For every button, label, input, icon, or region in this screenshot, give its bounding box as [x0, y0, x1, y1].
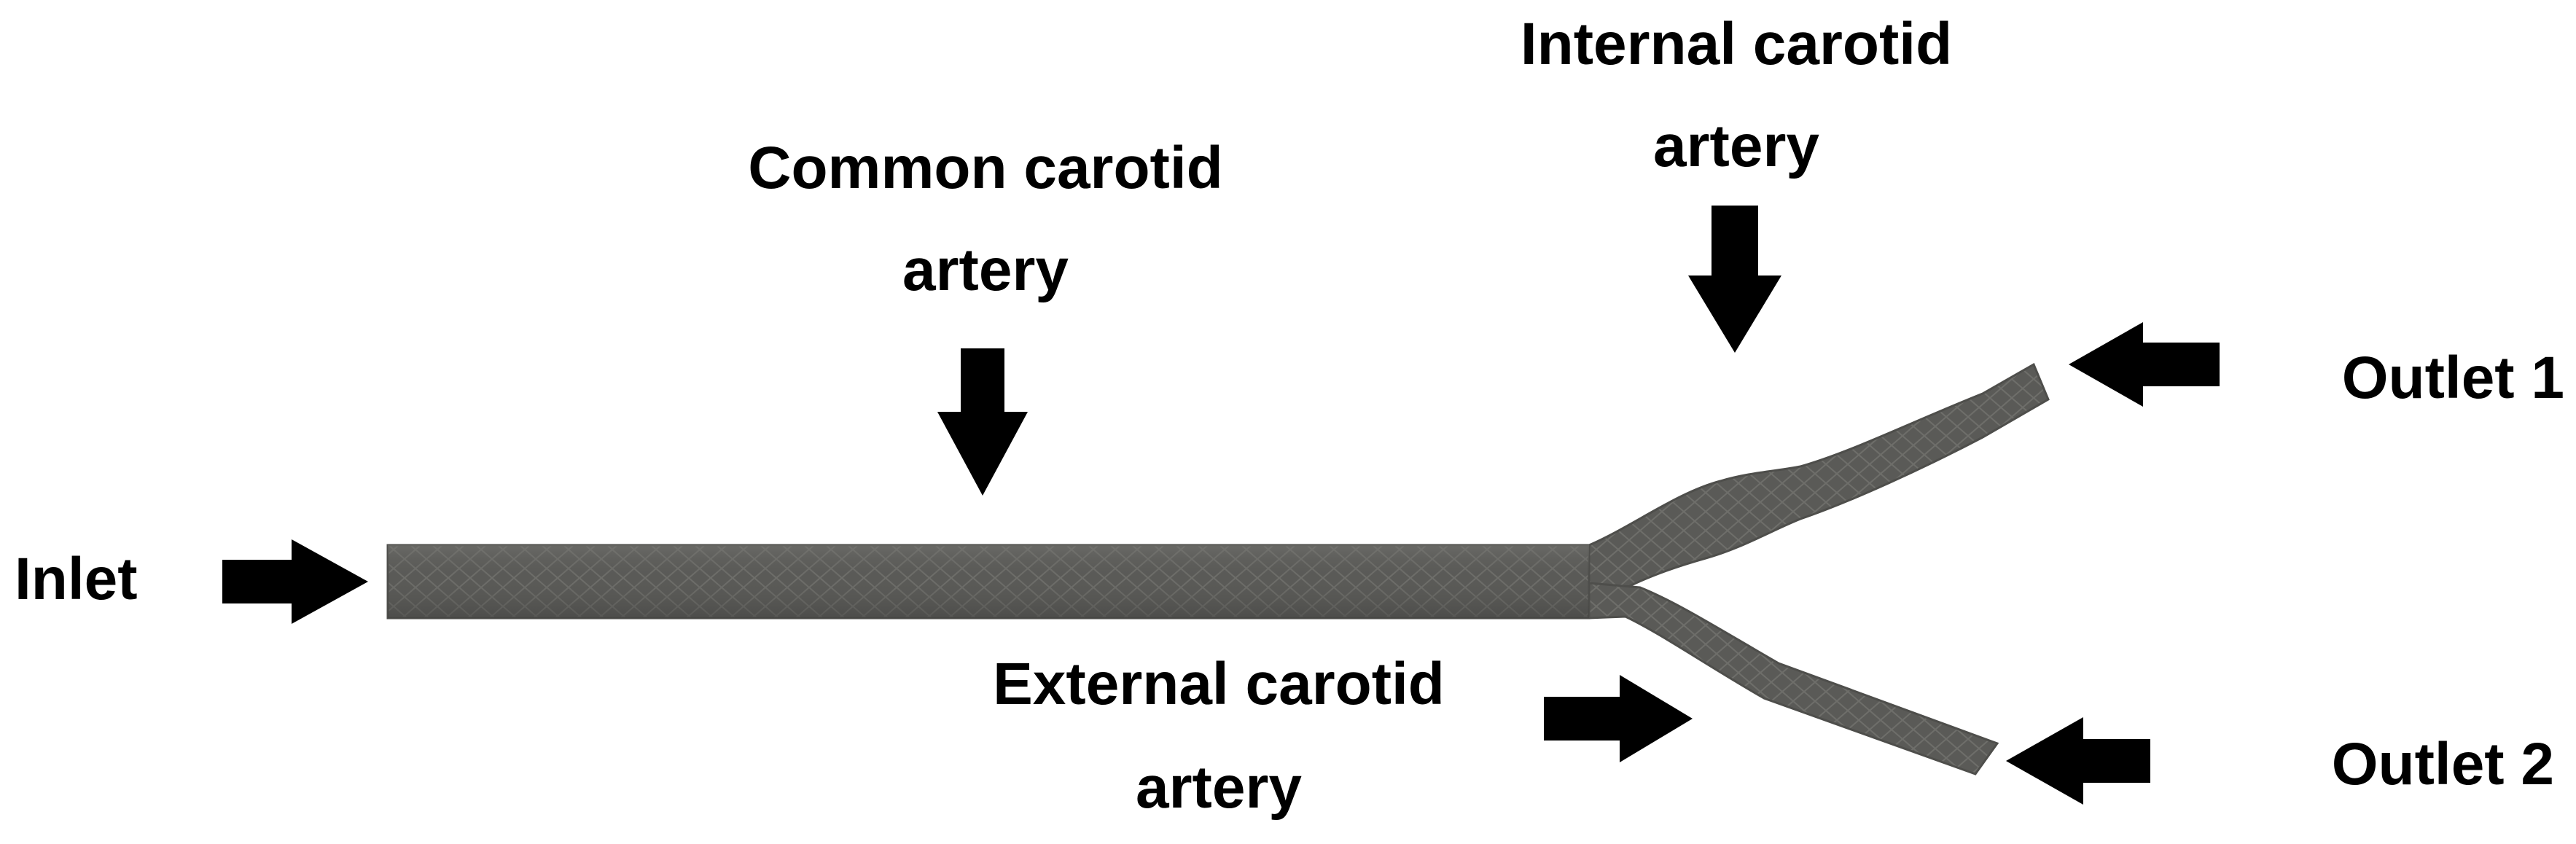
internal-carotid-label-line2: artery: [1653, 113, 1819, 179]
labels: Inlet Common carotid artery Internal car…: [15, 11, 2564, 821]
external-carotid-artery-shape: [1588, 582, 1999, 775]
common-carotid-label-line2: artery: [902, 237, 1069, 303]
common-carotid-shading: [388, 545, 1589, 618]
internal-carotid-artery-shape: [1588, 362, 2050, 593]
external-carotid-label-line1: External carotid: [993, 651, 1445, 717]
arrows: [222, 206, 2220, 805]
internal-carotid-label-line1: Internal carotid: [1521, 11, 1952, 77]
external-carotid-label-line2: artery: [1136, 754, 1302, 821]
outlet2-arrow: [2006, 717, 2150, 805]
artery-model: [386, 362, 2050, 775]
common-carotid-arrow: [937, 348, 1028, 496]
outlet1-arrow: [2069, 322, 2220, 407]
outlet1-label: Outlet 1: [2342, 345, 2564, 411]
internal-carotid-arrow: [1688, 206, 1781, 353]
outlet2-label: Outlet 2: [2332, 731, 2554, 797]
external-carotid-arrow: [1544, 675, 1693, 762]
inlet-label: Inlet: [15, 546, 138, 612]
inlet-arrow: [222, 539, 368, 624]
common-carotid-label-line1: Common carotid: [748, 135, 1222, 201]
